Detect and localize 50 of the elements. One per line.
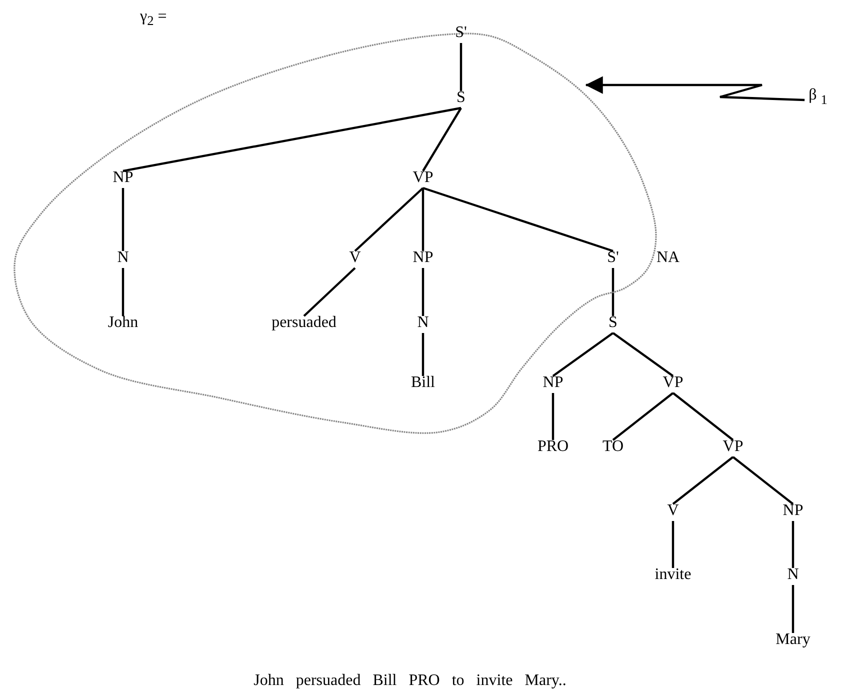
tree-branch: [612, 392, 674, 441]
caption: John persuaded Bill PRO to invite Mary..: [252, 672, 568, 690]
tree-node-label: S: [456, 90, 466, 106]
tree-branch: [672, 456, 734, 505]
tree-node-label: persuaded: [272, 315, 336, 331]
tree-branch: [460, 43, 462, 91]
tree-branch: [122, 268, 124, 316]
tree-node-label: NP: [412, 250, 434, 266]
tree-node-label: S': [455, 25, 467, 41]
tree-node-label: V: [349, 250, 361, 266]
tree-node-label: NP: [782, 503, 804, 519]
tree-branch: [732, 456, 794, 505]
tree-branch: [552, 393, 554, 440]
tree-node-label: S': [607, 250, 619, 266]
tree-node-label: N: [787, 567, 799, 583]
tree-branch: [422, 333, 424, 376]
tree-branch: [612, 332, 674, 377]
tree-branch: [422, 107, 462, 172]
tree-node-label: invite: [654, 567, 692, 583]
tree-node-label: VP: [412, 170, 434, 186]
annotation-label: NA: [656, 250, 680, 266]
tree-node-label: β $_{1}$: [808, 88, 828, 106]
tree-name-label: γ$_{2}$ =: [140, 8, 167, 30]
tree-branch: [122, 188, 124, 251]
tree-node-label: NP: [542, 375, 564, 391]
tree-branch: [422, 268, 424, 316]
tree-node-label: N: [117, 250, 129, 266]
tree-node-label: VP: [662, 375, 684, 391]
tree-branch: [122, 106, 462, 172]
tree-node-label: TO: [602, 439, 624, 455]
tree-branch: [354, 187, 424, 252]
tree-branch: [612, 268, 614, 316]
tree-node-label: S: [608, 315, 618, 331]
tree-node-label: Mary: [776, 632, 810, 648]
tree-node-label: PRO: [537, 439, 569, 455]
tree-branch: [792, 521, 794, 568]
tree-node-label: N: [417, 315, 429, 331]
tree-node-label: V: [667, 503, 679, 519]
tree-branch: [792, 585, 794, 633]
tree-node-label: John: [108, 315, 138, 331]
tree-branch: [672, 392, 734, 441]
tree-node-label: Bill: [411, 375, 435, 391]
tree-node-label: NP: [112, 170, 134, 186]
tree-branch: [422, 188, 424, 251]
tree-branch: [672, 521, 674, 568]
arrow: [585, 76, 805, 102]
tree-branch: [303, 267, 356, 317]
tree-node-label: VP: [722, 439, 744, 455]
tree-branch: [552, 332, 614, 377]
tree-branch: [422, 186, 614, 252]
